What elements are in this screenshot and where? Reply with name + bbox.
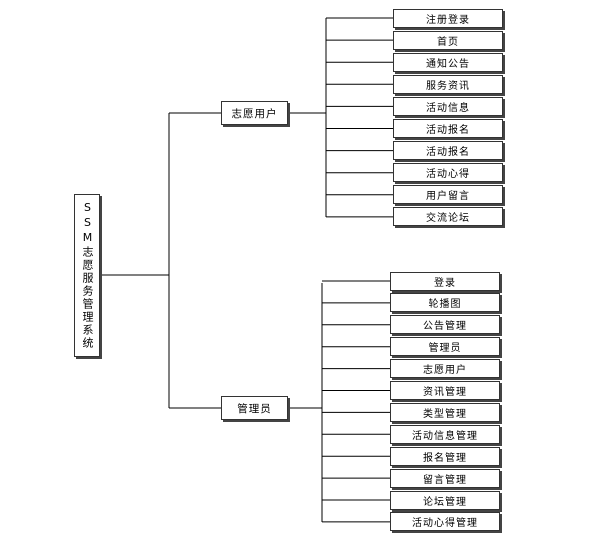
volunteer-item-label: 活动心得 (426, 169, 470, 181)
admin-item-label: 公告管理 (423, 321, 467, 333)
admin-item-label: 留言管理 (423, 474, 467, 486)
volunteer-item: 通知公告 (393, 52, 503, 72)
admin-item: 活动心得管理 (390, 512, 500, 532)
admin-item-label: 资讯管理 (423, 387, 467, 398)
admin-item: 论坛管理 (390, 490, 500, 510)
admin-item-label: 报名管理 (423, 452, 467, 464)
root-node: SSM志愿服务管理系统 (74, 194, 100, 357)
root-label: SSM志愿服务管理系统 (81, 201, 94, 350)
admin-item: 志愿用户 (390, 359, 500, 379)
volunteer-item-label: 注册登录 (426, 14, 470, 26)
volunteer-item: 活动报名 (393, 141, 503, 161)
volunteer-item-label: 首页 (437, 36, 459, 48)
volunteer-item: 活动信息 (393, 96, 503, 116)
admin-item-label: 志愿用户 (423, 365, 467, 377)
admin-item: 登录 (390, 271, 500, 291)
volunteer-item: 交流论坛 (393, 207, 503, 227)
volunteer-item-label: 用户留言 (426, 191, 470, 203)
volunteer-item-label: 活动报名 (426, 125, 470, 136)
volunteer-item: 活动心得 (393, 163, 503, 183)
admin-item-label: 活动心得管理 (412, 518, 478, 530)
volunteer-item-label: 服务资讯 (426, 80, 470, 92)
admin-item: 报名管理 (390, 446, 500, 466)
admin-item-label: 类型管理 (423, 408, 467, 420)
admin-item: 管理员 (390, 337, 500, 357)
volunteer-item: 首页 (393, 30, 503, 50)
admin-item-label: 轮播图 (428, 299, 462, 311)
volunteer-item: 服务资讯 (393, 74, 503, 94)
volunteer-item: 活动报名 (393, 119, 503, 138)
volunteer-item-label: 活动信息 (426, 102, 470, 114)
volunteer-item-label: 交流论坛 (426, 213, 470, 225)
volunteer-label: 志愿用户 (231, 107, 278, 120)
volunteer-node: 志愿用户 (221, 101, 288, 125)
admin-item-label: 活动信息管理 (412, 430, 478, 442)
admin-item: 轮播图 (390, 293, 500, 313)
admin-item: 类型管理 (390, 402, 500, 422)
admin-node: 管理员 (221, 396, 288, 420)
volunteer-item-label: 活动报名 (426, 147, 470, 159)
volunteer-item-label: 通知公告 (426, 58, 470, 70)
admin-item-label: 登录 (434, 277, 456, 289)
volunteer-item: 用户留言 (393, 185, 503, 205)
admin-item-label: 论坛管理 (423, 496, 467, 508)
volunteer-item: 注册登录 (393, 8, 503, 28)
admin-item: 活动信息管理 (390, 424, 500, 444)
admin-item: 资讯管理 (390, 381, 500, 400)
admin-label: 管理员 (237, 402, 272, 415)
admin-item-label: 管理员 (428, 343, 462, 355)
admin-item: 公告管理 (390, 315, 500, 335)
admin-item: 留言管理 (390, 468, 500, 488)
